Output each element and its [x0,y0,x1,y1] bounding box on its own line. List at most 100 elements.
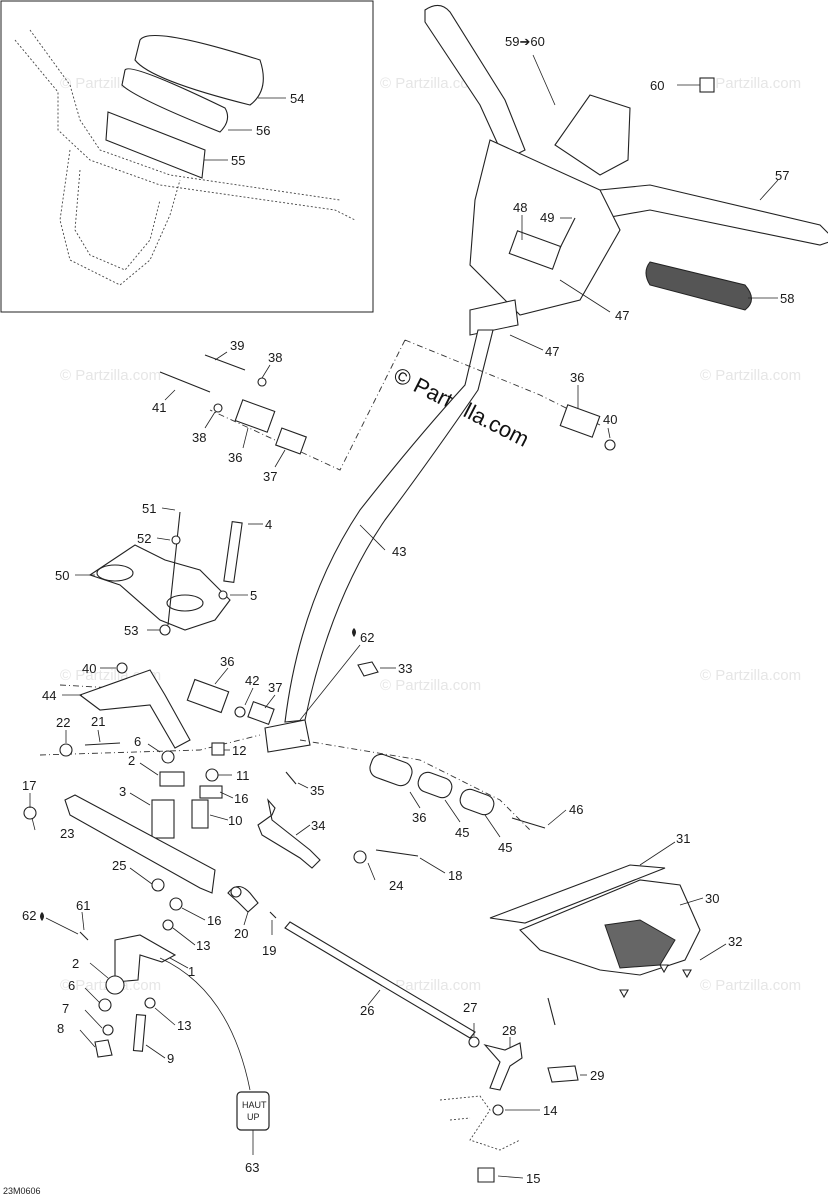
washer-22 [59,743,73,757]
washer-52 [171,535,181,545]
steering-column-43 [284,329,494,723]
inset-riser-outline [59,149,181,286]
nut-15 [477,1167,495,1183]
screw-32b [682,969,692,979]
callout-26: 26 [360,1003,374,1018]
bushing-2 [159,771,185,787]
callout-22: 22 [56,715,70,730]
washer-13 [162,919,174,931]
callout-25: 25 [112,858,126,873]
callout-35: 35 [310,783,324,798]
nut-25 [151,878,165,892]
handlebar-cover-59 [554,94,631,176]
callout-37: 37 [263,469,277,484]
callout-20: 20 [234,926,248,941]
callout-53: 53 [124,623,138,638]
callout-24: 24 [389,878,403,893]
grease-icon [40,912,44,921]
callout-52: 52 [137,531,151,546]
bolt-46 [511,817,546,829]
alignment-line-upper [209,339,601,471]
link-chain [369,753,546,829]
callout-16: 16 [207,913,221,928]
callout-56: 56 [256,123,270,138]
callout-54: 54 [290,91,304,106]
callout-58: 58 [780,291,794,306]
bolt-9 [132,1014,147,1052]
callout-6: 6 [68,978,75,993]
nut-16 [169,897,183,911]
callout-47: 47 [615,308,629,323]
jam-nut-27 [468,1036,480,1048]
callout-29: 29 [590,1068,604,1083]
rod-end-eye [230,886,242,898]
callout-11: 11 [236,768,250,783]
callout-31: 31 [676,831,690,846]
callout-55: 55 [231,153,245,168]
bolt-21 [84,742,121,746]
bolt-18 [375,849,419,857]
bushing-36-right [559,404,601,438]
plate-hole [166,594,204,612]
callout-3: 3 [119,784,126,799]
sticker-text-line1: HAUT [242,1100,267,1110]
nut-12 [211,742,225,756]
watermark: © Partzilla.com [700,75,801,92]
inset-panel: 54 56 55 [0,0,374,313]
inset-handlebar-outline [14,29,356,221]
callout-39: 39 [230,338,244,353]
nut-53 [159,624,171,636]
watermark: © Partzilla.com [700,977,801,994]
clamp-lower-47 [469,299,519,336]
sticker-text-line2: UP [247,1112,260,1122]
grip-58 [645,261,752,311]
handlebar-riser [469,139,621,316]
watermark: © Partzilla.com [60,367,161,384]
callout-23: 23 [60,826,74,841]
callout-47: 47 [545,344,559,359]
bracket-44 [78,669,191,749]
center-post-parts [23,742,225,894]
callout-63: 63 [245,1160,259,1175]
bolt-49 [559,217,576,249]
callout-62: 62 [22,908,36,923]
callout-13: 13 [196,938,210,953]
washer-11 [205,768,219,782]
bushing-36 [186,678,230,714]
jam-nut-19 [269,911,277,919]
upper-bushing-group [159,354,616,455]
fitting-61 [79,931,89,941]
bracket-group-44 [59,662,275,757]
nut-23 [23,806,37,820]
nut-40 [116,662,128,674]
callout-45: 45 [498,840,512,855]
column-bottom-bracket [264,719,311,753]
callout-36: 36 [220,654,234,669]
screw-32c [619,989,629,999]
pivot-arm-1 [114,934,177,983]
bracket-17 [64,794,216,894]
washer-13b [144,997,156,1009]
callout-8: 8 [57,1021,64,1036]
bushing-2 [105,975,125,995]
callout-48: 48 [513,200,527,215]
callout-50: 50 [55,568,69,583]
clamp-48 [508,230,562,270]
link-45b [459,788,495,816]
inset-pad-56 [121,68,229,133]
bushing-16 [199,785,223,799]
callout-33: 33 [398,661,412,676]
callout-34: 34 [311,818,325,833]
callout-14: 14 [543,1103,557,1118]
callout-40: 40 [82,661,96,676]
alignment-line-left [59,684,151,691]
callout-27: 27 [463,1000,477,1015]
inset-pad-55 [105,111,206,179]
bolt-51 [167,511,181,626]
handlebar-assembly [424,4,828,336]
callout-41: 41 [152,400,166,415]
washer-42 [234,706,246,718]
callout-60: 60 [650,78,664,93]
rod-end-28 [483,1042,523,1091]
watermark: © Partzilla.com [380,75,481,92]
